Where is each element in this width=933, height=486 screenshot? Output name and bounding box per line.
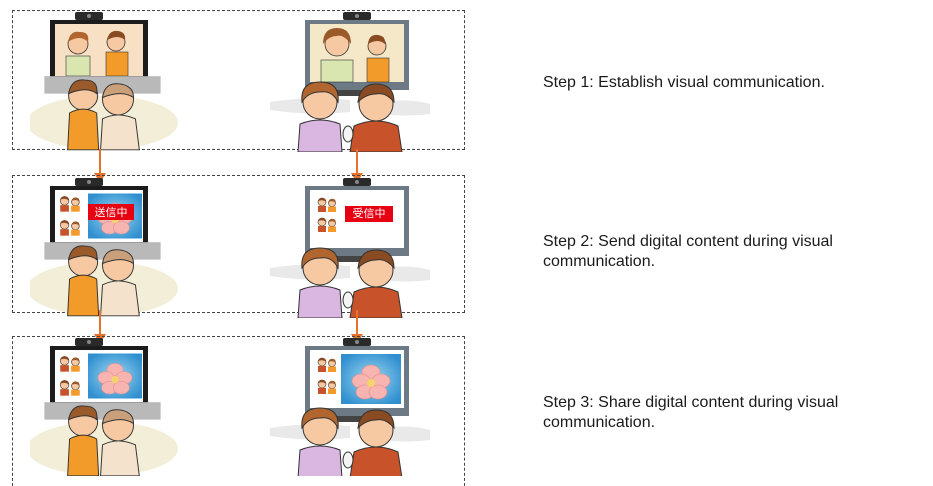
step-2-panel [12, 175, 465, 313]
step-1-label: Step 1: Establish visual communication. [543, 74, 825, 91]
left-living-room-scene-3 [30, 338, 179, 476]
right-living-room-scene-2 [269, 178, 431, 318]
step-3-panel [12, 336, 465, 486]
step-3-label: Step 3: Share digital content during vis… [543, 394, 839, 431]
step-2-label: Step 2: Send digital content during visu… [543, 233, 833, 270]
right-living-room-scene-3 [269, 338, 431, 476]
receiving-badge [345, 206, 393, 222]
right-living-room-scene-1 [269, 12, 431, 152]
left-living-room-scene-1 [30, 12, 179, 151]
sending-badge [88, 204, 134, 220]
left-living-room-scene-2 [30, 178, 179, 317]
step-1-panel [12, 10, 465, 150]
receiving-badge-label: 受信中 [352, 207, 386, 220]
sending-badge-label: 送信中 [94, 206, 128, 219]
